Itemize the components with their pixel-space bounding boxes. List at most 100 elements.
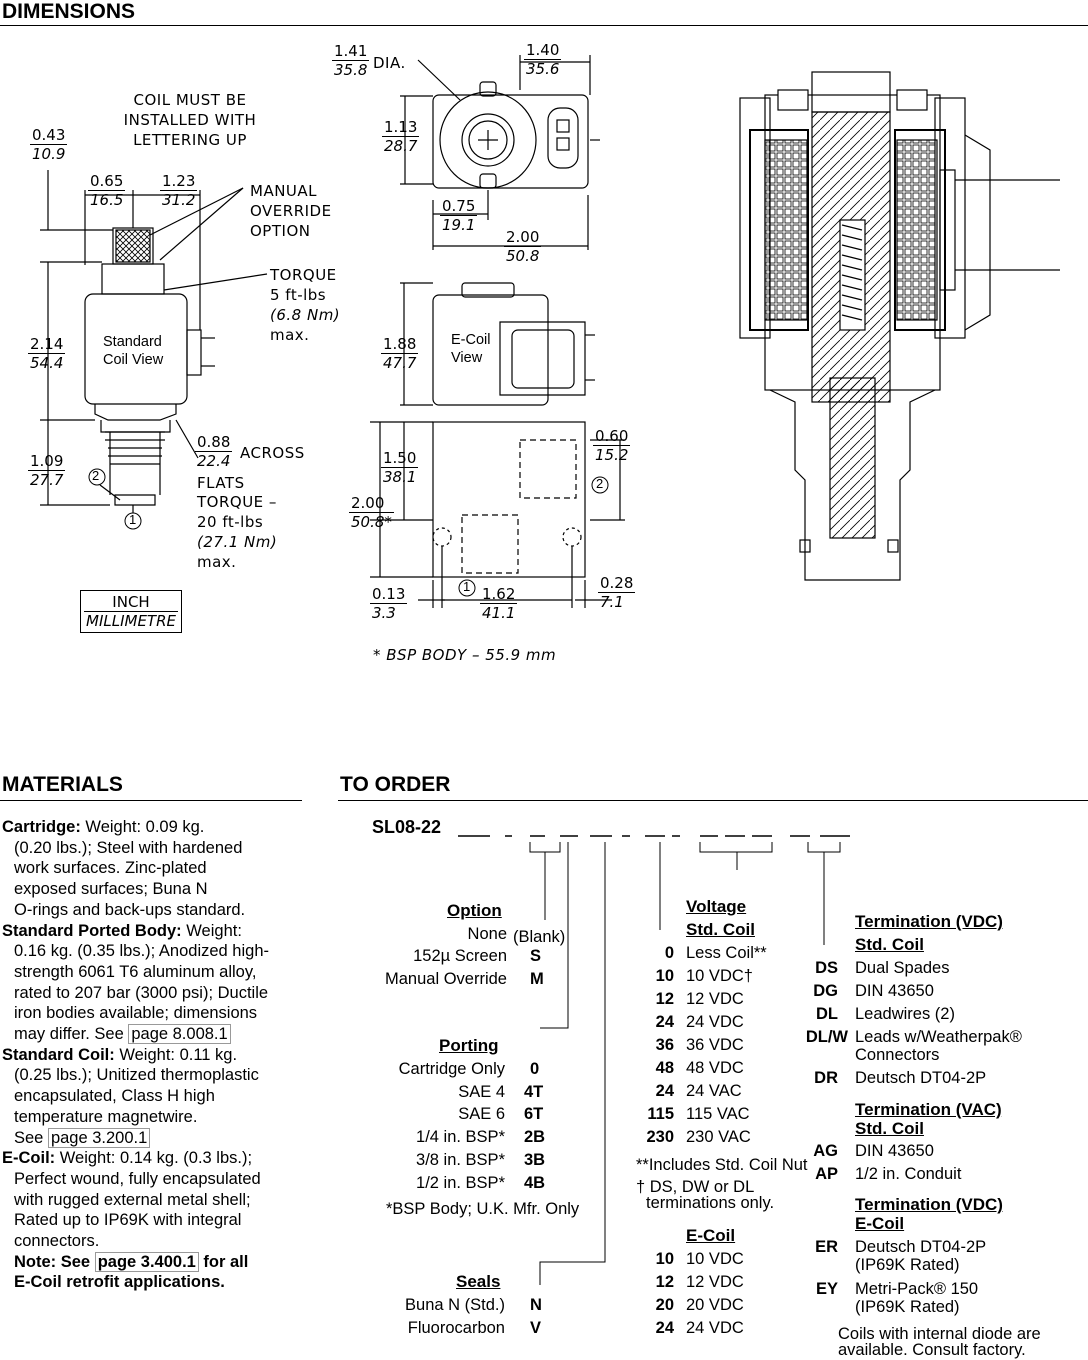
voltage-code: 24 bbox=[655, 1082, 674, 1100]
voltage-note-1: **Includes Std. Coil Nut bbox=[636, 1156, 808, 1174]
term-value: Deutsch DT04-2P bbox=[855, 1069, 987, 1087]
term-ecoil-code: EY bbox=[815, 1280, 838, 1298]
term-code: DR bbox=[814, 1069, 838, 1087]
across-label: ACROSS bbox=[240, 444, 305, 462]
port-1-label: 1 bbox=[129, 512, 137, 527]
term-ecoil-value: (IP69K Rated) bbox=[855, 1298, 960, 1316]
term-vac-value: 1/2 in. Conduit bbox=[855, 1165, 962, 1183]
option-none: None bbox=[467, 925, 507, 943]
porting-code: 3B bbox=[524, 1151, 546, 1169]
port-2-label: 2 bbox=[92, 468, 100, 483]
order-title: TO ORDER bbox=[340, 773, 451, 796]
term-code: DG bbox=[813, 982, 838, 1000]
ecoil-value: 24 VDC bbox=[686, 1319, 744, 1337]
option-title: Option bbox=[447, 901, 502, 920]
voltage-code: 10 bbox=[655, 967, 674, 985]
voltage-value: 48 VDC bbox=[686, 1059, 744, 1077]
voltage-value: 230 VAC bbox=[686, 1128, 751, 1146]
voltage-code: 12 bbox=[655, 990, 674, 1008]
term-value: Connectors bbox=[855, 1046, 940, 1064]
materials-title: MATERIALS bbox=[2, 773, 123, 796]
voltage-code: 36 bbox=[655, 1036, 674, 1054]
term-value: Leadwires (2) bbox=[855, 1005, 955, 1023]
term-code: DL/W bbox=[805, 1028, 848, 1046]
port-1-label-body: 1 bbox=[463, 579, 471, 594]
term-vac-value: DIN 43650 bbox=[855, 1142, 934, 1160]
ecoil-code: 24 bbox=[655, 1319, 674, 1337]
page-link-8008[interactable]: page 8.008.1 bbox=[128, 1024, 231, 1045]
term-value: Leads w/Weatherpak® bbox=[855, 1028, 1022, 1046]
voltage-code: 0 bbox=[664, 944, 674, 962]
porting-item: SAE 4 bbox=[458, 1083, 505, 1101]
materials-text: Cartridge: Weight: 0.09 kg. (0.20 lbs.);… bbox=[2, 818, 269, 1292]
term-vac-code: AP bbox=[815, 1165, 838, 1183]
seal-code: N bbox=[530, 1296, 542, 1314]
port-2-label-body: 2 bbox=[596, 476, 604, 491]
seal-code: V bbox=[530, 1319, 542, 1337]
term-ecoil-value: Metri-Pack® 150 bbox=[855, 1280, 979, 1298]
ecoil-code: 10 bbox=[655, 1250, 674, 1268]
porting-code: 6T bbox=[524, 1105, 544, 1123]
ecoil-value: 20 VDC bbox=[686, 1296, 744, 1314]
voltage-value: 115 VAC bbox=[686, 1105, 750, 1123]
porting-code: 0 bbox=[530, 1060, 540, 1078]
voltage-value: 24 VDC bbox=[686, 1013, 744, 1031]
term-vac-title: Termination (VAC) bbox=[855, 1100, 1002, 1119]
voltage-subtitle: Std. Coil bbox=[686, 920, 755, 939]
seals-title: Seals bbox=[456, 1272, 501, 1291]
page-link-3400[interactable]: page 3.400.1 bbox=[94, 1251, 199, 1272]
diode-note-2: available. Consult factory. bbox=[838, 1341, 1026, 1359]
term-code: DS bbox=[815, 959, 838, 977]
seal-item: Buna N (Std.) bbox=[405, 1296, 505, 1314]
torque-body-note: TORQUE –20 ft-lbs(27.1 Nm)max. bbox=[197, 493, 278, 571]
option-override-code: M bbox=[530, 970, 544, 988]
porting-item: 1/2 in. BSP* bbox=[416, 1174, 505, 1192]
voltage-value: 10 VDC† bbox=[686, 967, 753, 985]
term-value: DIN 43650 bbox=[855, 982, 934, 1000]
voltage-code: 24 bbox=[655, 1013, 674, 1031]
term-vac-subtitle: Std. Coil bbox=[855, 1119, 924, 1138]
option-screen: 152µ Screen bbox=[413, 947, 507, 965]
voltage-note-2: † DS, DW or DL bbox=[636, 1178, 755, 1196]
voltage-code: 48 bbox=[655, 1059, 674, 1077]
ecoil-title: E-Coil bbox=[686, 1226, 736, 1245]
porting-item: SAE 6 bbox=[458, 1105, 505, 1123]
porting-code: 4T bbox=[524, 1083, 544, 1101]
option-none-code: (Blank) bbox=[513, 928, 566, 946]
ecoil-value: 12 VDC bbox=[686, 1273, 744, 1291]
voltage-value: 36 VDC bbox=[686, 1036, 744, 1054]
porting-note: *BSP Body; U.K. Mfr. Only bbox=[386, 1200, 580, 1218]
ecoil-code: 12 bbox=[655, 1273, 674, 1291]
term-ecoil-title: Termination (VDC) bbox=[855, 1195, 1003, 1214]
term-ecoil-subtitle: E-Coil bbox=[855, 1214, 905, 1233]
term-vac-code: AG bbox=[813, 1142, 838, 1160]
cross-section-drawing bbox=[739, 71, 1060, 581]
seal-item: Fluorocarbon bbox=[407, 1319, 505, 1337]
ecoil-body-drawing bbox=[370, 282, 625, 608]
page-link-3200[interactable]: page 3.200.1 bbox=[47, 1127, 151, 1148]
standard-coil-valve-drawing bbox=[40, 170, 268, 513]
dimensions-rule bbox=[0, 25, 1088, 26]
porting-code: 4B bbox=[524, 1174, 546, 1192]
term-value: Dual Spades bbox=[855, 959, 950, 977]
porting-title: Porting bbox=[439, 1036, 499, 1055]
porting-item: Cartridge Only bbox=[398, 1060, 505, 1078]
materials-rule bbox=[0, 800, 302, 801]
